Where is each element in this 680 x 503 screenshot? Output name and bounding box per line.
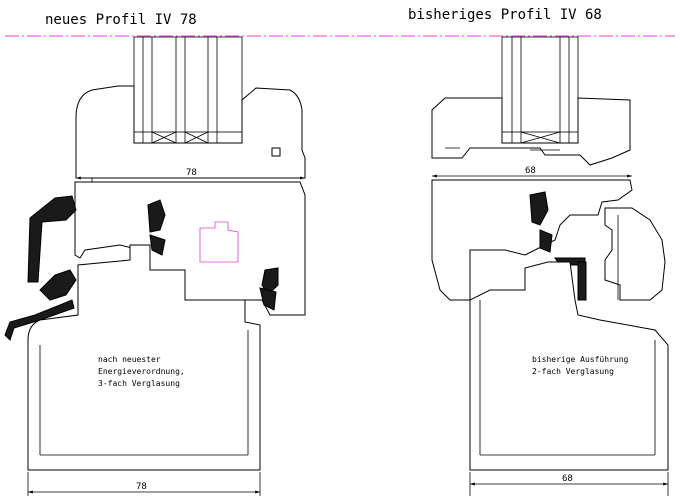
triple-glazing bbox=[133, 36, 243, 144]
note-new-line3: 3-fach Verglasung bbox=[98, 379, 180, 388]
dim-lower-new: 78 bbox=[27, 472, 261, 496]
new-sash-profile bbox=[75, 85, 306, 179]
dim-lower-old: 68 bbox=[469, 472, 669, 496]
dim-label-old-frame: 68 bbox=[562, 474, 573, 484]
note-old-line1: bisherige Ausführung bbox=[532, 355, 629, 364]
note-old-line2: 2-fach Verglasung bbox=[532, 367, 614, 376]
new-weather-drip bbox=[27, 195, 77, 283]
title-new-profile: neues Profil IV 78 bbox=[45, 12, 197, 28]
title-old-profile: bisheriges Profil IV 68 bbox=[408, 7, 602, 23]
old-exterior-trim bbox=[604, 207, 666, 301]
new-seals bbox=[147, 199, 279, 311]
dim-upper-new: 78 bbox=[76, 168, 305, 180]
double-glazing bbox=[501, 36, 579, 144]
dim-label-old-sash: 68 bbox=[525, 166, 536, 176]
old-casing bbox=[469, 261, 669, 471]
dim-label-new-sash: 78 bbox=[186, 168, 197, 178]
old-profile-drawing: 68 bisherige Ausführung 2-fach Verglasun… bbox=[431, 36, 669, 496]
dim-label-new-frame: 78 bbox=[136, 482, 147, 492]
note-new-line1: nach neuester bbox=[98, 355, 161, 364]
note-new-line2: Energieverordnung, bbox=[98, 367, 185, 376]
new-profile-drawing: 78 nach neuester Energieverordnung, 3-fa… bbox=[4, 36, 306, 496]
new-casing bbox=[27, 244, 261, 471]
dim-upper-old: 68 bbox=[432, 166, 632, 178]
old-sash-profile bbox=[431, 97, 631, 166]
new-hardware-outline bbox=[199, 221, 239, 263]
